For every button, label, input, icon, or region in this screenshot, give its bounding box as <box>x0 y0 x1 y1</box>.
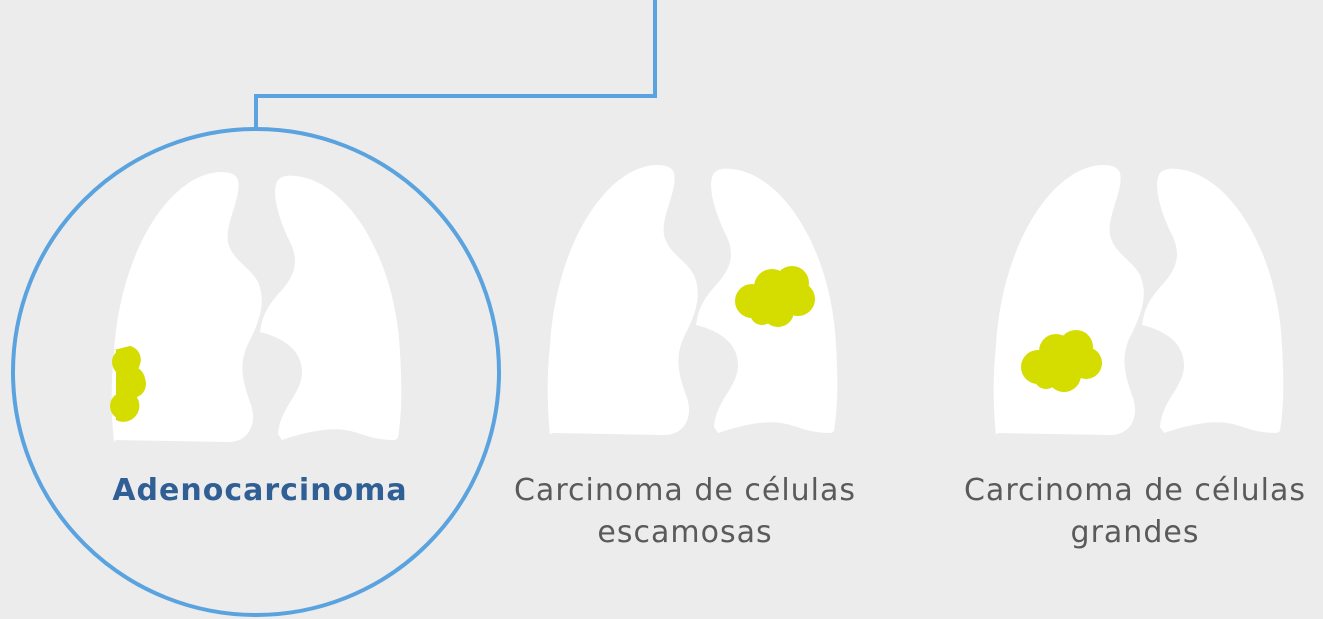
lungs-illustration-adenocarcinoma[interactable] <box>110 172 402 442</box>
lungs-illustration-grandes[interactable] <box>993 165 1284 435</box>
label-line: grandes <box>1070 515 1200 550</box>
selection-ring <box>11 127 501 617</box>
tumor-blob <box>1021 330 1102 392</box>
left-lung <box>993 165 1144 435</box>
label-line: escamosas <box>597 515 773 550</box>
left-lung <box>547 165 698 435</box>
option-label-adenocarcinoma[interactable]: Adenocarcinoma <box>60 470 460 512</box>
label-line: Carcinoma de células <box>963 473 1307 508</box>
lungs-illustration-escamosas[interactable] <box>547 165 838 435</box>
option-label-escamosas[interactable]: Carcinoma de células escamosas <box>485 470 885 554</box>
option-label-grandes[interactable]: Carcinoma de células grandes <box>935 470 1323 554</box>
label-line: Carcinoma de células <box>513 473 857 508</box>
tumor-blob <box>735 266 815 327</box>
tumor-blob <box>110 346 146 422</box>
label-line: Adenocarcinoma <box>112 473 408 508</box>
right-lung <box>260 175 402 440</box>
connector-line <box>254 0 657 130</box>
right-lung <box>1142 168 1284 433</box>
